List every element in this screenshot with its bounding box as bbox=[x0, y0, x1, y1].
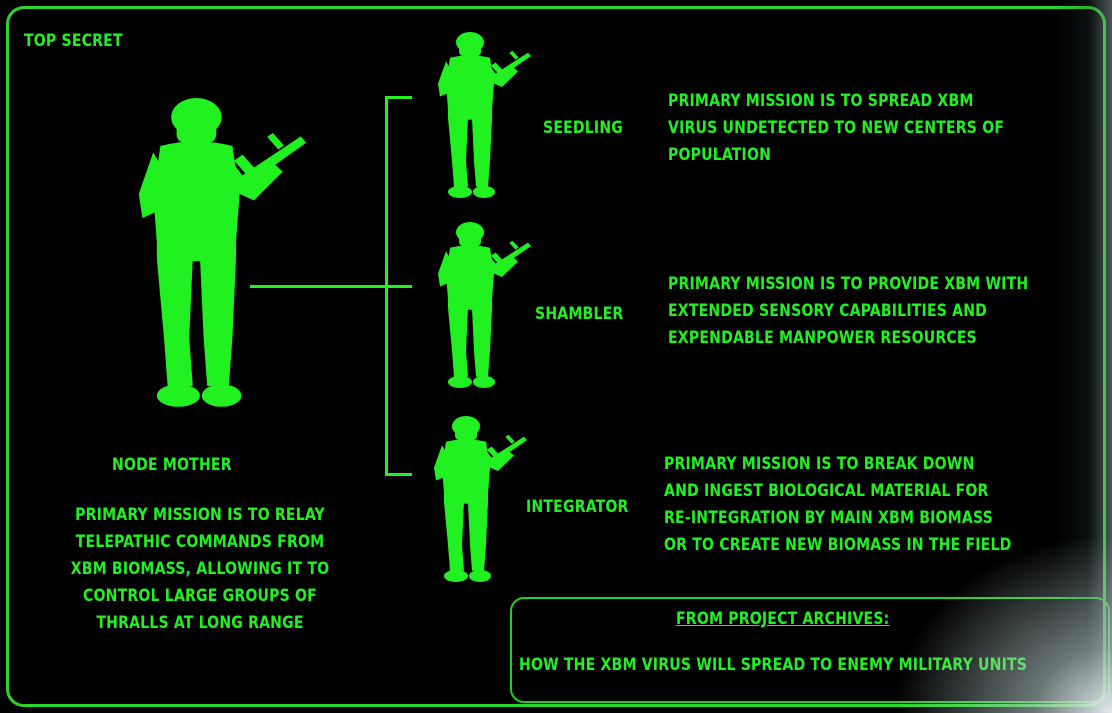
node-mother-soldier-icon bbox=[128, 98, 308, 418]
node-mother-line: CONTROL LARGE GROUPS OF bbox=[83, 586, 317, 606]
archive-title: FROM PROJECT ARCHIVES: bbox=[676, 609, 890, 629]
node-mother-description: PRIMARY MISSION IS TO RELAY TELEPATHIC C… bbox=[44, 502, 357, 637]
integrator-line: OR TO CREATE NEW BIOMASS IN THE FIELD bbox=[664, 535, 1012, 555]
shambler-name: SHAMBLER bbox=[535, 304, 624, 324]
connector-horizontal bbox=[250, 285, 412, 288]
connector-seedling bbox=[385, 96, 412, 99]
archive-caption-link[interactable]: HOW THE XBM VIRUS WILL SPREAD TO ENEMY M… bbox=[519, 655, 1028, 675]
connector-vertical bbox=[385, 96, 388, 476]
integrator-description: PRIMARY MISSION IS TO BREAK DOWN AND ING… bbox=[664, 451, 1012, 559]
shambler-line: EXTENDED SENSORY CAPABILITIES AND bbox=[668, 301, 988, 321]
connector-integrator bbox=[385, 473, 412, 476]
seedling-soldier-icon bbox=[432, 32, 532, 204]
integrator-name: INTEGRATOR bbox=[526, 497, 629, 517]
integrator-soldier-icon bbox=[428, 416, 528, 588]
integrator-line: AND INGEST BIOLOGICAL MATERIAL FOR bbox=[664, 481, 989, 501]
shambler-description: PRIMARY MISSION IS TO PROVIDE XBM WITH E… bbox=[668, 271, 1028, 352]
integrator-line: RE-INTEGRATION BY MAIN XBM BIOMASS bbox=[664, 508, 993, 528]
node-mother-line: TELEPATHIC COMMANDS FROM bbox=[75, 532, 325, 552]
seedling-line: VIRUS UNDETECTED TO NEW CENTERS OF bbox=[668, 118, 1005, 138]
integrator-line: PRIMARY MISSION IS TO BREAK DOWN bbox=[664, 454, 975, 474]
shambler-line: PRIMARY MISSION IS TO PROVIDE XBM WITH bbox=[668, 274, 1029, 294]
seedling-description: PRIMARY MISSION IS TO SPREAD XBM VIRUS U… bbox=[668, 88, 1004, 169]
seedling-line: PRIMARY MISSION IS TO SPREAD XBM bbox=[668, 91, 974, 111]
seedling-name: SEEDLING bbox=[543, 118, 624, 138]
node-mother-title: NODE MOTHER bbox=[112, 455, 232, 475]
shambler-line: EXPENDABLE MANPOWER RESOURCES bbox=[668, 328, 977, 348]
seedling-line: POPULATION bbox=[668, 145, 772, 165]
classification-label: TOP SECRET bbox=[24, 31, 123, 51]
node-mother-line: THRALLS AT LONG RANGE bbox=[96, 613, 304, 633]
node-mother-line: PRIMARY MISSION IS TO RELAY bbox=[75, 505, 325, 525]
shambler-soldier-icon bbox=[432, 222, 532, 394]
node-mother-line: XBM BIOMASS, ALLOWING IT TO bbox=[70, 559, 330, 579]
